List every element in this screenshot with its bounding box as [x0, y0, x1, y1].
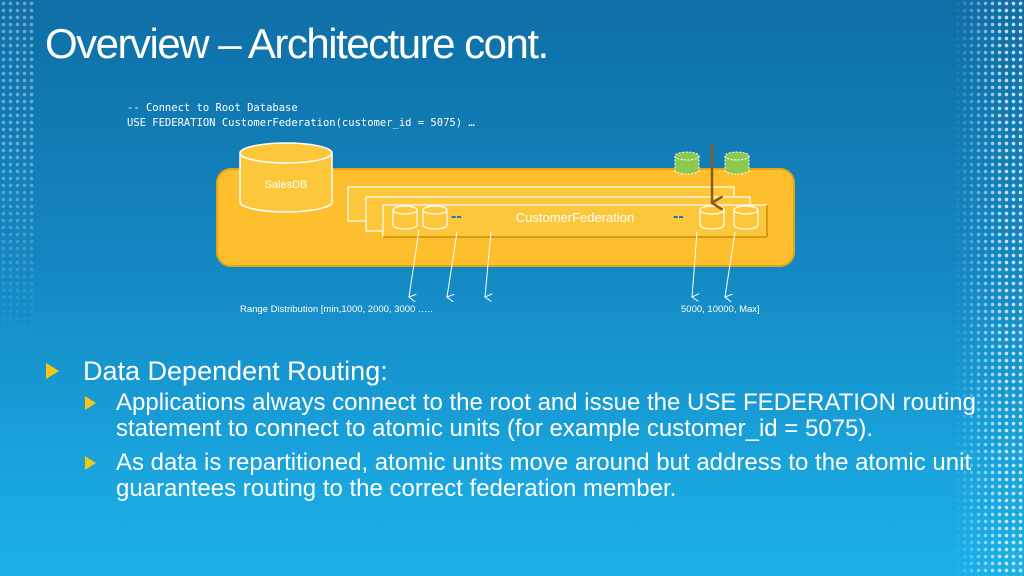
atomic-unit-cylinder [422, 205, 448, 230]
distribution-arrows [409, 229, 736, 297]
ellipsis-dash-right: -- [673, 208, 684, 225]
salesdb-cylinder [239, 142, 333, 213]
atomic-unit-cylinder [733, 205, 759, 230]
slide-title: Overview – Architecture cont. [45, 20, 549, 67]
architecture-diagram: SalesDB -- -- CustomerFederation Range D… [216, 142, 795, 315]
new-atomic-unit-cylinder [724, 151, 750, 175]
sub-bullet-item: Applications always connect to the root … [82, 390, 990, 442]
sub-bullet-text: As data is repartitioned, atomic units m… [116, 449, 972, 502]
federation-label: CustomerFederation [516, 210, 635, 225]
bullet-list: Data Dependent Routing: Applications alw… [40, 356, 990, 510]
atomic-unit-cylinder [392, 205, 418, 230]
bullet-text: Data Dependent Routing: [83, 356, 388, 386]
salesdb-label: SalesDB [265, 179, 308, 191]
dot-pattern-right [954, 0, 1024, 576]
sub-bullet-item: As data is repartitioned, atomic units m… [82, 450, 990, 502]
sub-bullet-text: Applications always connect to the root … [116, 389, 976, 442]
bullet-triangle-icon [85, 456, 96, 470]
new-atomic-unit-cylinder [674, 151, 700, 175]
ellipsis-dash-left: -- [451, 208, 462, 225]
atomic-unit-cylinder [699, 205, 725, 230]
range-distribution-label: Range Distribution [min,1000, 2000, 3000… [240, 304, 433, 315]
range-distribution-label-end: 5000, 10000, Max] [681, 304, 760, 315]
code-comment: -- Connect to Root Database [127, 102, 298, 114]
bullet-item: Data Dependent Routing: [40, 356, 990, 386]
code-use-federation: USE FEDERATION CustomerFederation(custom… [127, 117, 475, 129]
bullet-triangle-icon [85, 396, 96, 410]
dot-pattern-left [0, 0, 34, 576]
bullet-triangle-icon [46, 363, 59, 379]
